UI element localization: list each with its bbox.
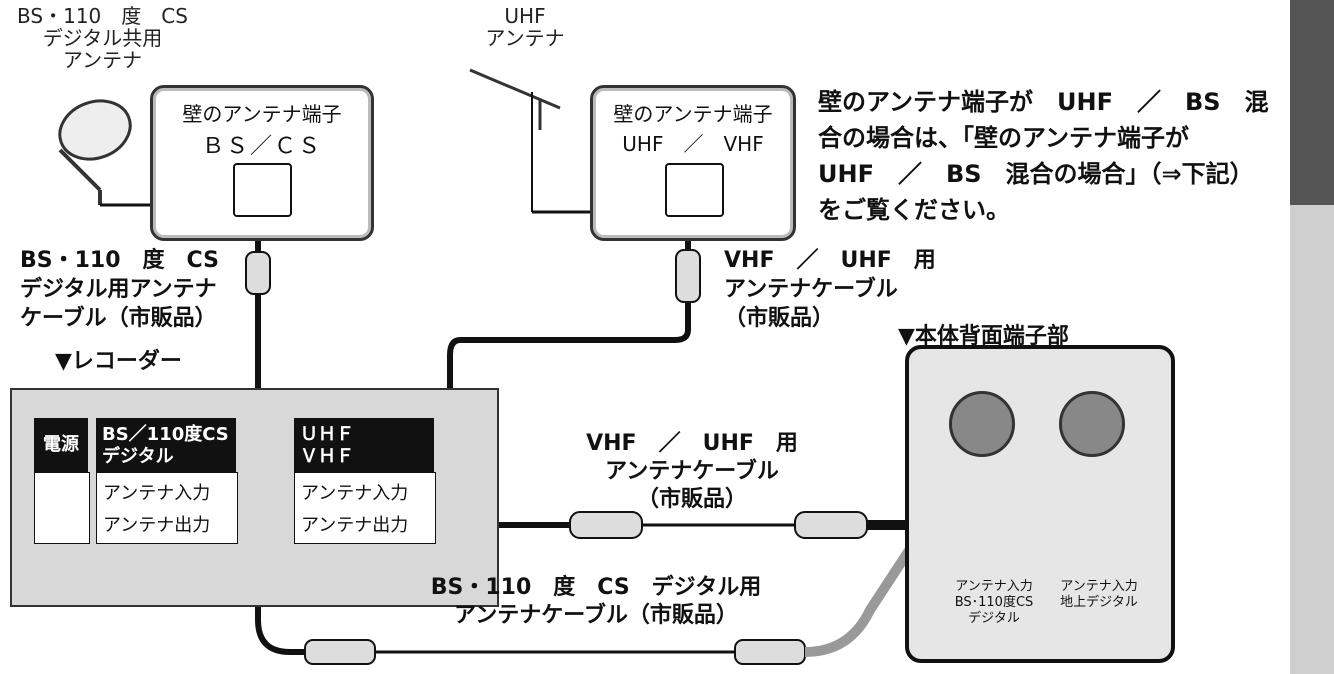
rear-terrestrial-label: アンテナ入力 地上デジタル xyxy=(1049,579,1149,611)
wall-terminal-bs-sub: ＢＳ／ＣＳ xyxy=(201,134,322,159)
bs-cable-label: BS・110 度 CS デジタル用アンテナ ケーブル（市販品） xyxy=(20,246,219,333)
rear-panel: アンテナ入力 BS･110度CS デジタル アンテナ入力 地上デジタル xyxy=(905,345,1175,663)
uhf-input-header-line2: ＶＨＦ xyxy=(300,446,354,467)
bs-antenna-label: BS・110 度 CS デジタル共用 アンテナ xyxy=(0,5,205,71)
bs-input-header-line1: BS／110度CS xyxy=(102,424,229,445)
note-line3: UHF ／ BS 混合の場合」（⇒下記） xyxy=(818,160,1254,188)
note-line1: 壁のアンテナ端子が UHF ／ BS 混 xyxy=(818,88,1269,116)
recorder-title: ▼レコーダー xyxy=(55,349,182,374)
recorder-body: 電源 BS／110度CS デジタル アンテナ入力 アンテナ出力 ＵＨＦ ＶＨＦ … xyxy=(10,388,499,607)
bs-antenna-label-line3: アンテナ xyxy=(62,48,143,72)
uhf-input-header: ＵＨＦ ＶＨＦ xyxy=(294,418,434,472)
vhf-cable-mid-line2: アンテナケーブル xyxy=(605,459,779,484)
bs-cable-label-line3: ケーブル（市販品） xyxy=(20,306,217,331)
wall-terminal-uhf-title: 壁のアンテナ端子 xyxy=(613,102,773,126)
uhf-antenna-label-line1: UHF xyxy=(504,4,546,28)
bs-cable-label-line2: デジタル用アンテナ xyxy=(20,277,217,302)
note-line4: をご覧ください。 xyxy=(818,196,1010,224)
wall-terminal-bs-jack xyxy=(233,163,292,217)
wall-terminal-bs-title: 壁のアンテナ端子 xyxy=(182,102,342,126)
bs-antenna-label-line2: デジタル共用 xyxy=(42,26,163,50)
rear-terrestrial-label-line2: 地上デジタル xyxy=(1060,595,1138,610)
rear-panel-title: ▼本体背面端子部 xyxy=(898,324,1069,349)
uhf-antenna-icon xyxy=(469,68,561,212)
rear-bs-port xyxy=(949,391,1015,457)
bs-antenna-out-label: アンテナ出力 xyxy=(103,515,211,536)
vhf-cable-top-label: VHF ／ UHF 用 アンテナケーブル （市販品） xyxy=(724,246,936,333)
rear-terrestrial-port xyxy=(1059,391,1125,457)
uhf-antenna-in-label: アンテナ入力 xyxy=(301,483,409,504)
bs-input-header-line2: デジタル xyxy=(102,446,174,467)
rear-terrestrial-label-line1: アンテナ入力 xyxy=(1060,579,1138,594)
bs-input-header: BS／110度CS デジタル xyxy=(96,418,236,472)
bs-cable-bottom-line2: アンテナケーブル（市販品） xyxy=(454,603,738,628)
rear-bs-label: アンテナ入力 BS･110度CS デジタル xyxy=(939,579,1049,627)
rear-bs-label-line2: BS･110度CS xyxy=(954,595,1034,610)
wall-terminal-uhf: 壁のアンテナ端子 UHF ／ VHF xyxy=(590,85,796,241)
rear-bs-label-line3: デジタル xyxy=(968,611,1020,626)
uhf-input-header-line1: ＵＨＦ xyxy=(300,424,354,445)
vhf-cable-mid-line1: VHF ／ UHF 用 xyxy=(586,431,798,456)
bs-antenna-in-label: アンテナ入力 xyxy=(103,483,211,504)
mixed-terminal-note: 壁のアンテナ端子が UHF ／ BS 混 合の場合は、「壁のアンテナ端子が UH… xyxy=(818,84,1269,228)
vhf-cable-top-line3: （市販品） xyxy=(724,306,835,331)
bs-cable-label-line1: BS・110 度 CS xyxy=(20,248,219,273)
wall-terminal-uhf-jack xyxy=(665,163,724,217)
vhf-cable-top-line1: VHF ／ UHF 用 xyxy=(724,248,936,273)
bs-cable-bottom-line1: BS・110 度 CS デジタル用 xyxy=(430,575,762,600)
bs-cable-bottom-label: BS・110 度 CS デジタル用 アンテナケーブル（市販品） xyxy=(386,574,806,630)
uhf-input-panel: アンテナ入力 アンテナ出力 xyxy=(294,472,436,544)
section-tab xyxy=(1290,0,1334,205)
bs-antenna-label-line1: BS・110 度 CS xyxy=(17,4,188,28)
bs-input-panel: アンテナ入力 アンテナ出力 xyxy=(96,472,238,544)
rear-bs-label-line1: アンテナ入力 xyxy=(955,579,1033,594)
power-socket xyxy=(34,472,90,544)
uhf-antenna-label: UHF アンテナ xyxy=(470,5,580,49)
vhf-cable-mid-line3: （市販品） xyxy=(636,487,747,512)
satellite-dish-icon xyxy=(58,99,132,205)
wall-terminal-uhf-sub: UHF ／ VHF xyxy=(622,132,764,156)
uhf-antenna-label-line2: アンテナ xyxy=(485,26,565,50)
note-line2: 合の場合は、「壁のアンテナ端子が xyxy=(818,124,1190,152)
wall-terminal-bs: 壁のアンテナ端子 ＢＳ／ＣＳ xyxy=(150,85,374,241)
vhf-cable-mid-label: VHF ／ UHF 用 アンテナケーブル （市販品） xyxy=(552,430,832,514)
power-label: 電源 xyxy=(34,418,88,472)
uhf-antenna-out-label: アンテナ出力 xyxy=(301,515,409,536)
vhf-cable-top-line2: アンテナケーブル xyxy=(724,277,898,302)
